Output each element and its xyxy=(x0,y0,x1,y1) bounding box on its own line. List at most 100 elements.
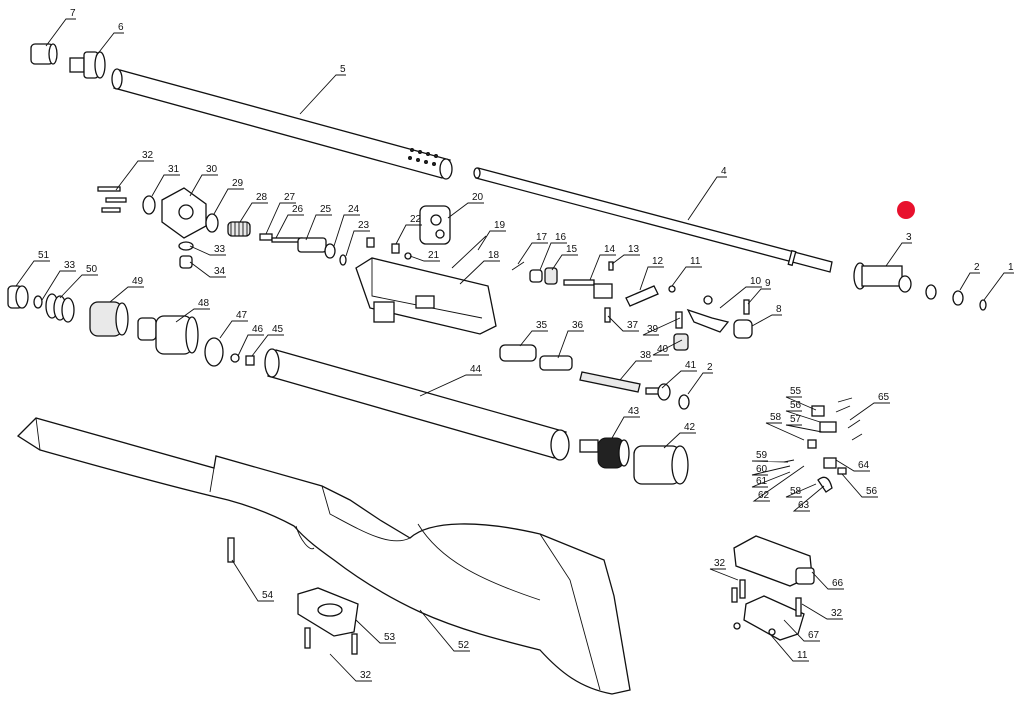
leader-line-33 xyxy=(41,270,76,301)
part-label-45: 45 xyxy=(272,324,284,335)
leader-line-3 xyxy=(885,242,912,267)
part-54-screw xyxy=(227,537,235,563)
part-label-7: 7 xyxy=(70,8,76,19)
part-label-37: 37 xyxy=(627,320,639,331)
leader-line-32 xyxy=(801,603,843,620)
part-24-ring xyxy=(324,243,336,259)
leader-line-29 xyxy=(213,188,244,215)
part-52-stock xyxy=(16,417,631,695)
part-36-drawing xyxy=(539,355,573,371)
leader-line-12 xyxy=(639,266,664,291)
part-label-47: 47 xyxy=(236,310,248,321)
leader-line-13 xyxy=(611,254,640,265)
leader-line-2 xyxy=(687,372,713,395)
leader-line-5 xyxy=(299,74,346,115)
part-label-46: 46 xyxy=(252,324,264,335)
part-label-34: 34 xyxy=(214,266,226,277)
leader-line-60 xyxy=(751,465,791,476)
part-label-13: 13 xyxy=(628,244,640,255)
part-23-ring xyxy=(339,254,347,266)
part-5-drawing xyxy=(111,68,453,180)
part-4-drawing xyxy=(473,167,833,273)
part-28-spring xyxy=(227,221,251,237)
part-label-20: 20 xyxy=(472,192,484,203)
part-48-drawing xyxy=(137,315,199,355)
part-label-43: 43 xyxy=(628,406,640,417)
part-14-drawing xyxy=(563,279,613,299)
part-8-drawing xyxy=(733,319,753,339)
part-41-drawing xyxy=(645,383,671,401)
leader-line-58 xyxy=(785,483,817,498)
leader-line-30 xyxy=(189,174,218,197)
leader-line-16 xyxy=(539,242,567,271)
part-13-drawing xyxy=(608,261,614,271)
leader-line-1 xyxy=(983,272,1014,301)
part-44-drawing xyxy=(264,348,570,461)
leader-line-43 xyxy=(611,416,640,439)
leader-line-52 xyxy=(419,609,470,652)
leader-line-27 xyxy=(265,202,296,235)
part-30-drawing xyxy=(161,187,207,239)
part-label-24: 24 xyxy=(348,204,360,215)
leader-line-57 xyxy=(785,424,823,433)
part-label-27: 27 xyxy=(284,192,296,203)
part-2-ring-b xyxy=(952,290,964,306)
part-label-8: 8 xyxy=(776,304,782,315)
leader-line-38 xyxy=(619,360,652,381)
part-label-39: 39 xyxy=(647,324,659,335)
part-40-spring xyxy=(673,333,689,351)
part-label-32: 32 xyxy=(831,608,843,619)
part-38-spring xyxy=(579,371,641,393)
part-label-49: 49 xyxy=(132,276,144,287)
part-label-6: 6 xyxy=(118,22,124,33)
part-label-50: 50 xyxy=(86,264,98,275)
part-label-32: 32 xyxy=(360,670,372,681)
leader-line-42 xyxy=(663,432,696,449)
leader-line-40 xyxy=(652,339,683,356)
trigger-small-parts xyxy=(783,397,863,493)
part-label-55: 55 xyxy=(790,386,802,397)
part-35-drawing xyxy=(499,344,537,362)
part-label-22: 22 xyxy=(410,214,422,225)
part-27-pin xyxy=(259,233,273,241)
part-18-drawing xyxy=(355,257,497,335)
part-47-ring xyxy=(204,337,224,367)
part-label-61: 61 xyxy=(756,476,768,487)
part-3-drawing xyxy=(853,262,912,293)
part-label-11: 11 xyxy=(797,650,808,661)
leader-line-56 xyxy=(785,410,821,423)
leader-line-64 xyxy=(835,459,870,472)
part-42-drawing xyxy=(633,445,689,485)
part-label-25: 25 xyxy=(320,204,332,215)
part-22-a xyxy=(366,237,375,248)
part-label-35: 35 xyxy=(536,320,548,331)
part-label-51: 51 xyxy=(38,250,50,261)
leader-line-37 xyxy=(607,315,639,332)
part-label-29: 29 xyxy=(232,178,244,189)
part-label-48: 48 xyxy=(198,298,210,309)
part-17-pin xyxy=(511,261,525,271)
part-6-drawing xyxy=(69,51,106,79)
leader-line-58 xyxy=(765,422,805,441)
part-label-19: 19 xyxy=(494,220,506,231)
part-46-drawing xyxy=(230,353,240,363)
part-label-57: 57 xyxy=(790,414,802,425)
part-31-ring xyxy=(142,195,156,215)
leader-line-39 xyxy=(642,317,681,336)
part-label-36: 36 xyxy=(572,320,584,331)
part-label-60: 60 xyxy=(756,464,768,475)
part-32-screws-top xyxy=(97,186,127,213)
part-label-31: 31 xyxy=(168,164,180,175)
part-label-14: 14 xyxy=(604,244,616,255)
part-label-64: 64 xyxy=(858,460,870,471)
part-label-17: 17 xyxy=(536,232,548,243)
part-51-drawing xyxy=(7,285,29,309)
leader-line-34 xyxy=(189,261,226,278)
leader-line-15 xyxy=(551,254,578,271)
part-66-drawing xyxy=(733,535,815,587)
part-67-drawing xyxy=(743,595,805,641)
part-45-drawing xyxy=(245,355,255,366)
part-label-2: 2 xyxy=(974,262,980,273)
leader-line-8 xyxy=(751,314,782,327)
part-37-drawing xyxy=(604,307,611,323)
